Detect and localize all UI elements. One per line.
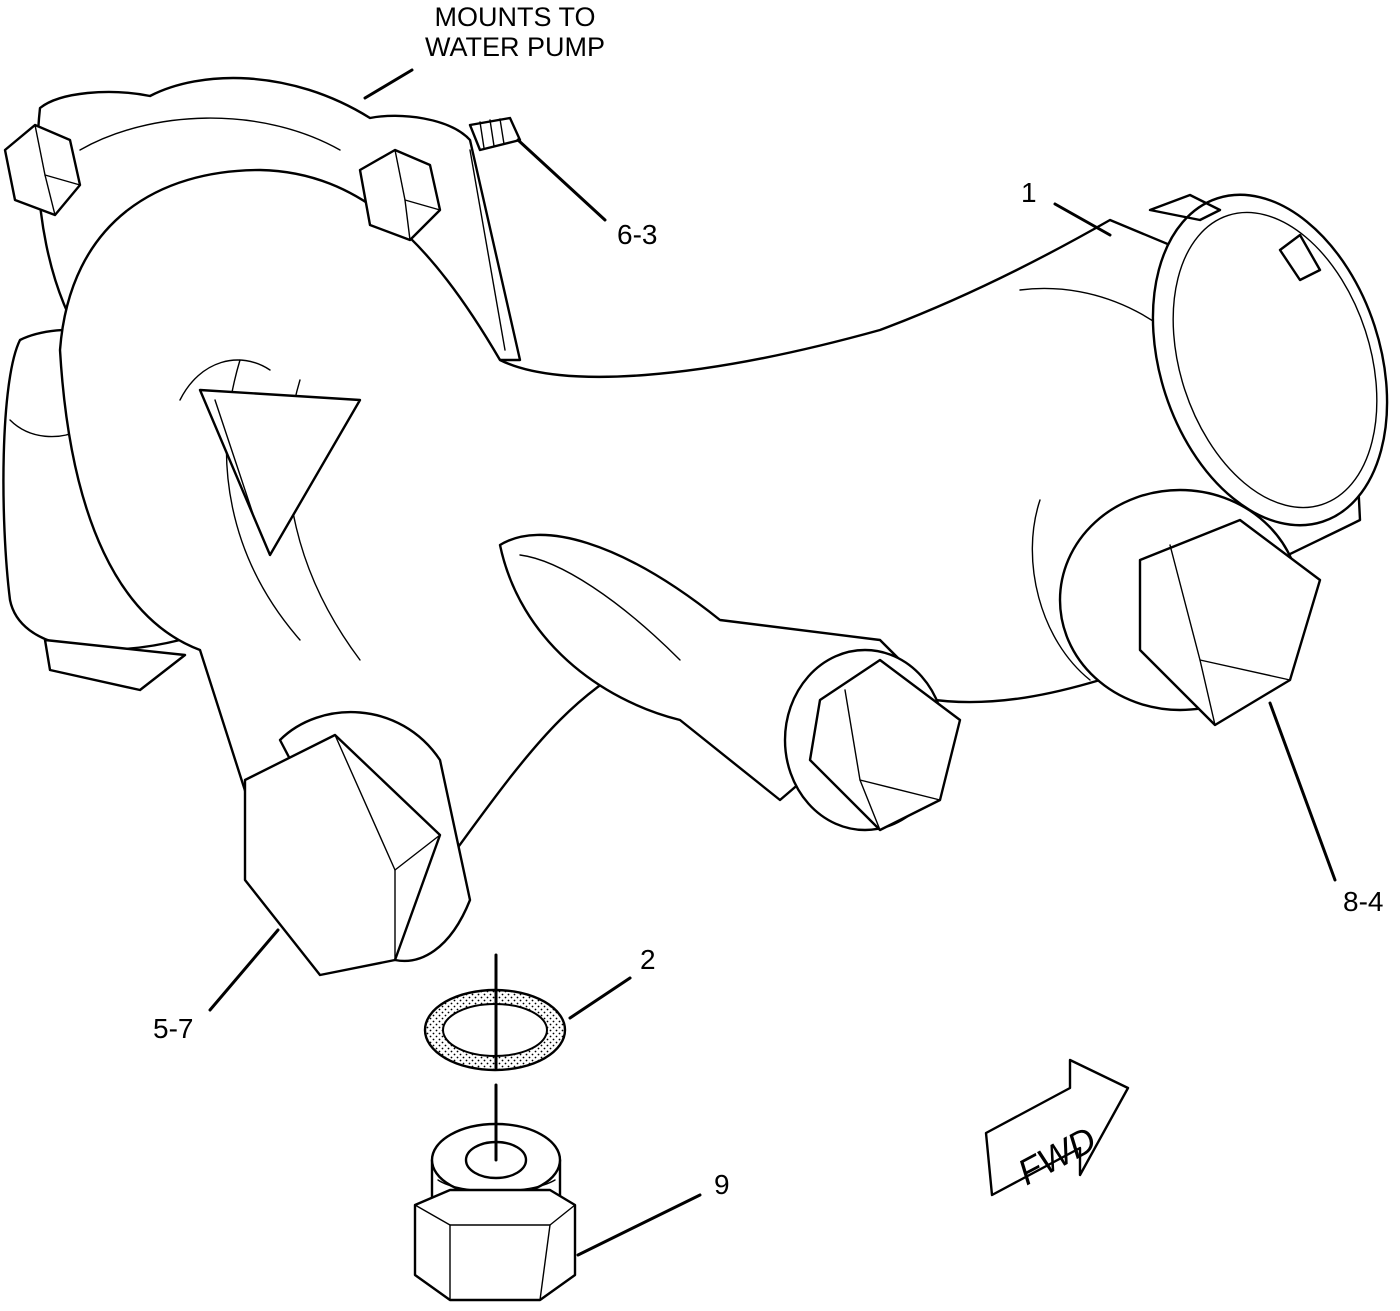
callout-1: 1 <box>1021 177 1037 208</box>
mounting-bolts <box>3 116 522 242</box>
leader-6-3 <box>516 138 607 222</box>
drain-plug-9 <box>413 1122 577 1302</box>
mount-note-line-1: MOUNTS TO <box>434 2 596 32</box>
leader-lines <box>208 68 1337 1257</box>
leader-1 <box>1053 202 1112 237</box>
leader-mount-note <box>363 68 414 100</box>
mount-note-line-2: WATER PUMP <box>425 32 605 62</box>
callout-8-4: 8-4 <box>1343 886 1384 917</box>
fwd-direction-arrow: FWD <box>984 1058 1130 1197</box>
hex-plug-8-4 <box>1058 488 1322 727</box>
right-outlet-flange <box>1148 193 1389 527</box>
hex-plug-middle <box>783 648 962 832</box>
leader-2 <box>568 976 632 1020</box>
mount-note: MOUNTS TO WATER PUMP <box>405 2 625 62</box>
leader-5-7 <box>208 928 280 1012</box>
leader-9 <box>576 1193 702 1257</box>
callout-2: 2 <box>640 944 656 975</box>
callout-6-3: 6-3 <box>617 219 658 250</box>
callout-9: 9 <box>714 1169 730 1200</box>
leader-8-4 <box>1268 701 1337 882</box>
callout-5-7: 5-7 <box>153 1013 194 1044</box>
hex-plug-5-7 <box>243 710 472 977</box>
